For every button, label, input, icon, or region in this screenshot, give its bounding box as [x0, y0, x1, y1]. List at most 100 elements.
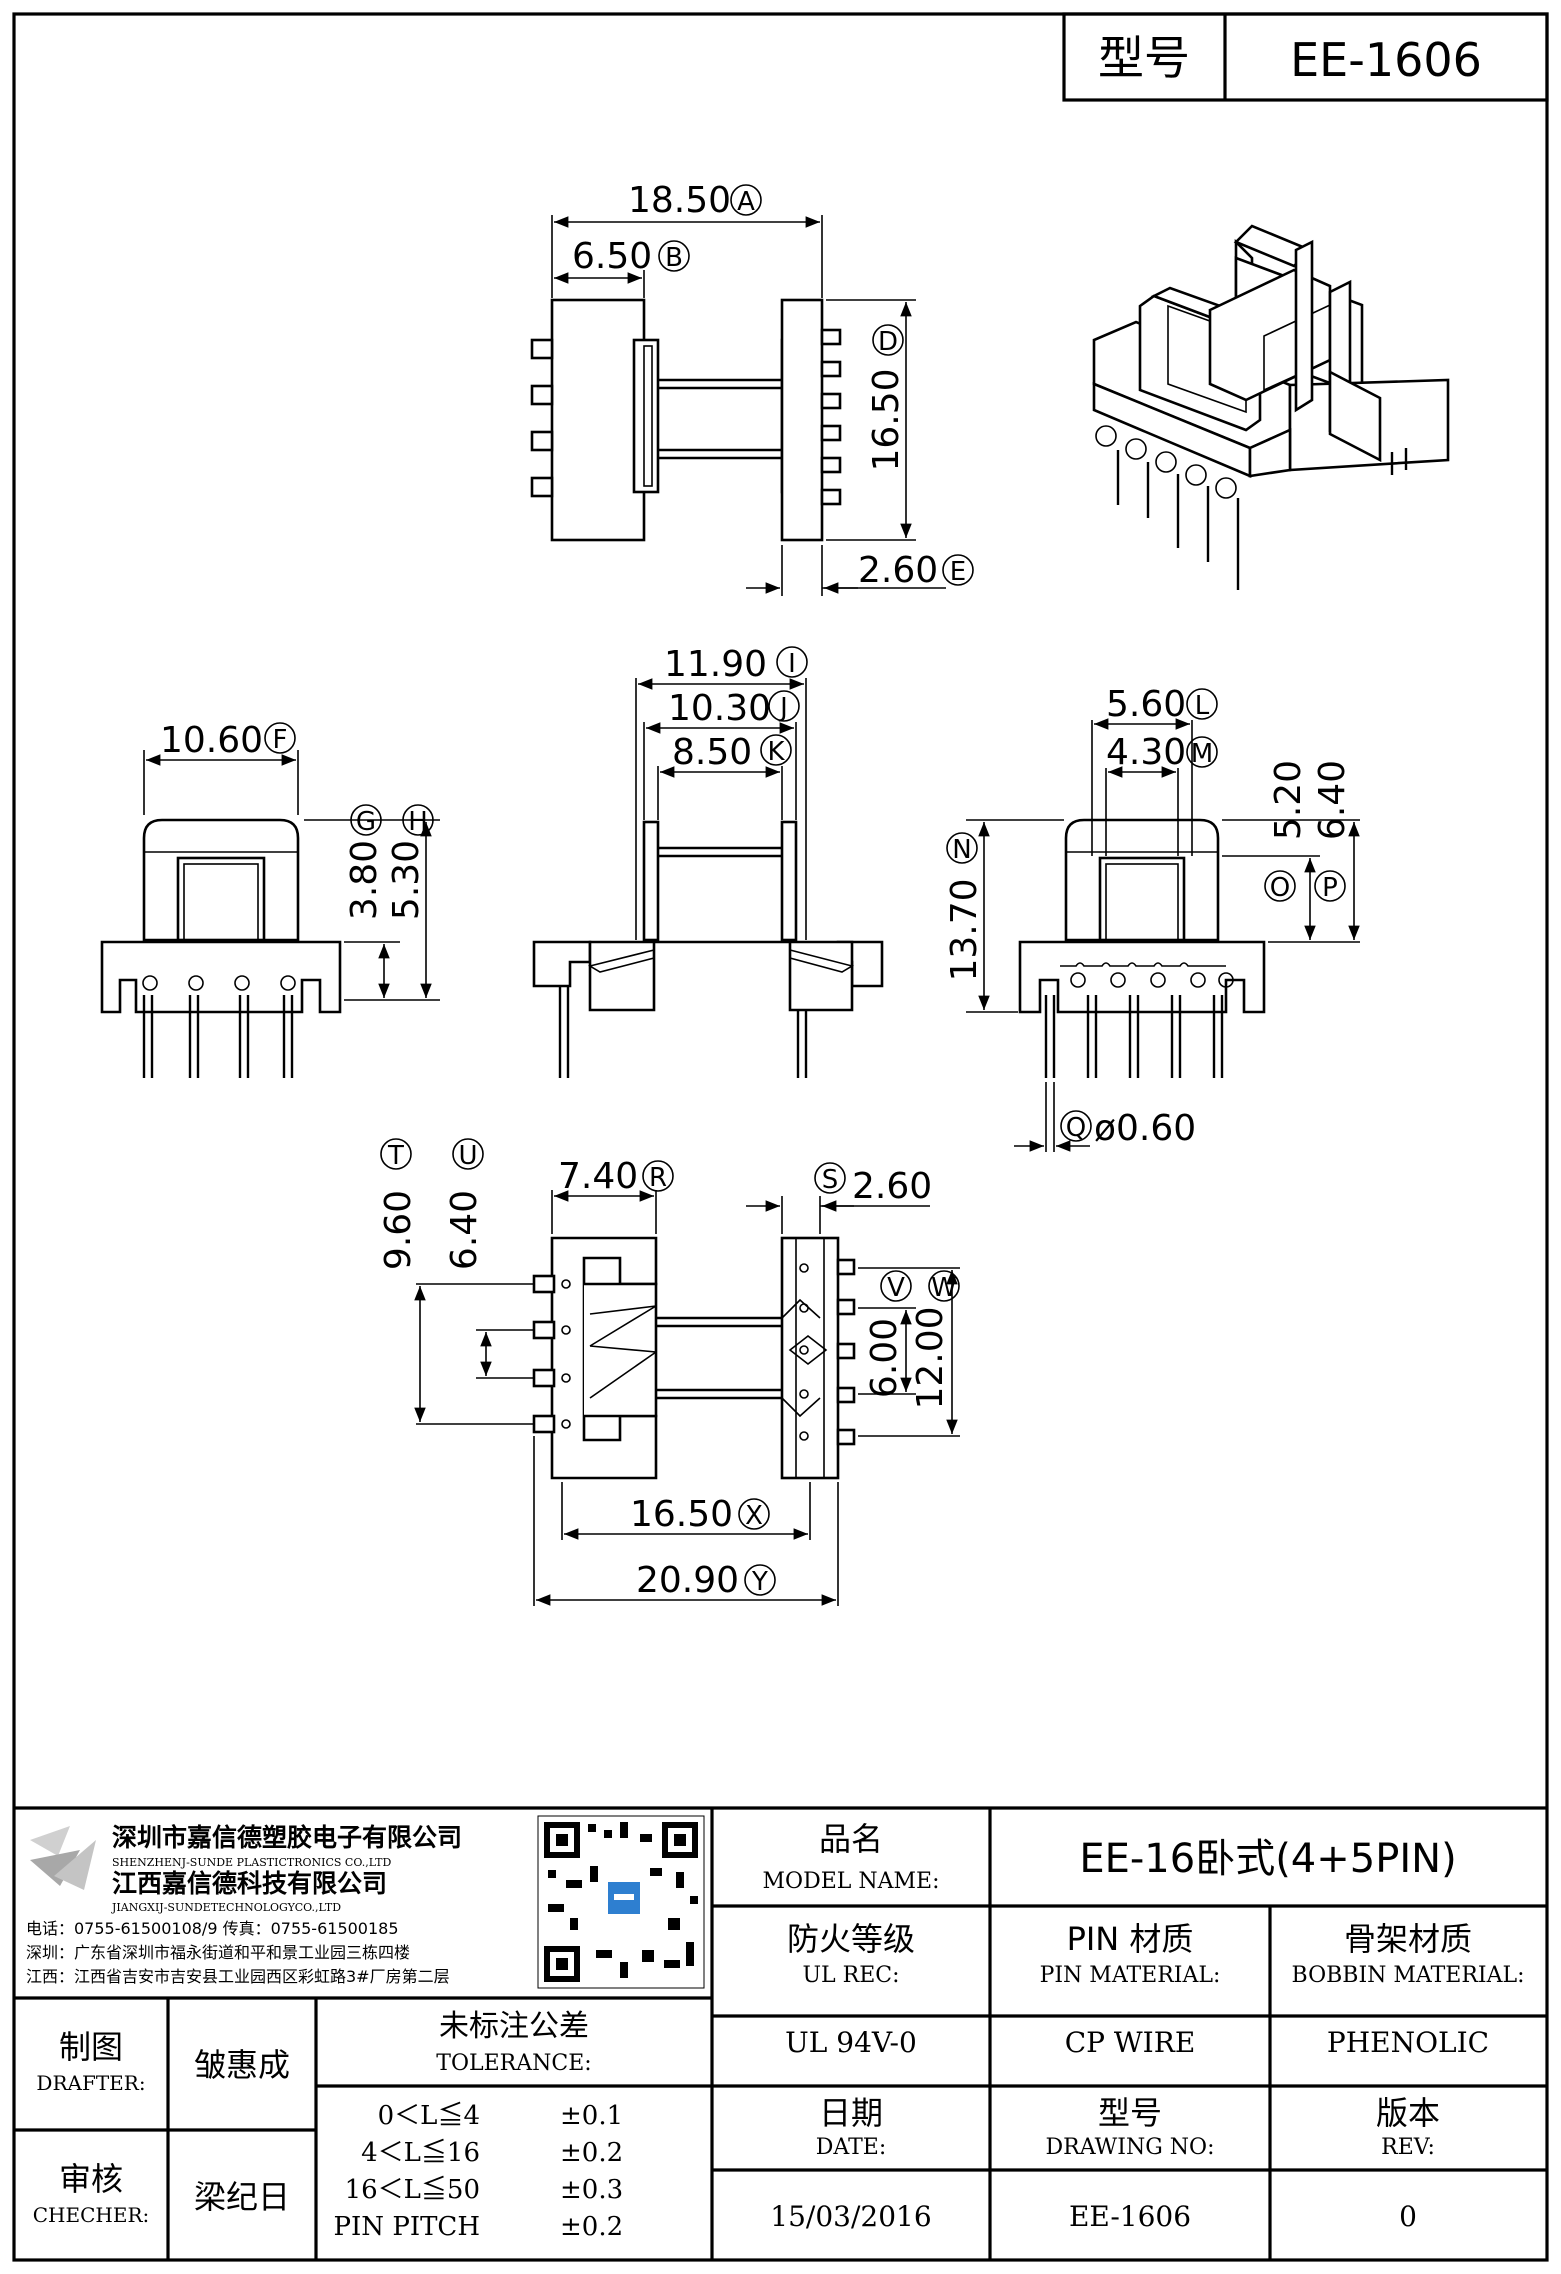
dim-u-value: 6.40: [444, 1190, 485, 1270]
dim-d-letter: D: [878, 327, 898, 357]
dims-view-side-middle: 11.90 I 10.30 J 8.50 K: [635, 644, 808, 940]
dim-q-letter: Q: [1066, 1113, 1086, 1143]
company-name-jx-en: JIANGXIJ-SUNDETECHNOLOGYCO.,LTD: [111, 1901, 341, 1914]
dim-s-value: 2.60: [852, 1166, 932, 1207]
bobbin-material-cn: 骨架材质: [1344, 1920, 1472, 1958]
drawing-no-cn: 型号: [1098, 2094, 1162, 2132]
dim-m-value: 4.30: [1106, 732, 1186, 773]
company-address-sz: 深圳：广东省深圳市福永街道和平和景工业园三栋四楼: [26, 1943, 410, 1962]
drafter-en: DRAFTER:: [36, 2071, 145, 2095]
view-isometric: [1092, 224, 1450, 590]
rev-en: REV:: [1381, 2135, 1435, 2160]
tolerance-value: ±0.3: [560, 2175, 623, 2205]
dim-t-value: 9.60: [378, 1190, 419, 1270]
company-name-sz: 深圳市嘉信德塑胶电子有限公司: [112, 1823, 462, 1852]
title-block: 深圳市嘉信德塑胶电子有限公司 SHENZHENJ-SUNDE PLASTICTR…: [14, 1806, 1547, 2260]
dim-m-letter: M: [1191, 739, 1213, 769]
model-name-cn: 品名: [819, 1820, 883, 1858]
dim-i-letter: I: [788, 649, 796, 679]
dim-n-value: 13.70: [944, 878, 985, 981]
dim-g-letter: G: [356, 807, 376, 837]
dim-s-letter: S: [822, 1165, 839, 1195]
dim-u-letter: U: [458, 1141, 477, 1171]
dim-w-value: 12.00: [910, 1306, 951, 1409]
view-front-right: [1018, 818, 1266, 1078]
dims-view-front-left: 10.60 F 3.80 G 5.30 H: [143, 720, 440, 1001]
company-phone: 电话：0755-61500108/9 传真：0755-61500185: [26, 1919, 399, 1938]
dim-t-letter: T: [387, 1141, 404, 1171]
dim-p-value: 6.40: [1312, 760, 1353, 840]
dim-a-letter: A: [737, 187, 755, 217]
drawing-no-en: DRAWING NO:: [1045, 2135, 1214, 2160]
dim-w-letter: W: [931, 1273, 957, 1303]
dim-a-value: 18.50: [628, 180, 731, 221]
dim-g-value: 3.80: [344, 840, 385, 920]
tolerance-value: ±0.1: [560, 2101, 623, 2131]
company-name-sz-en: SHENZHENJ-SUNDE PLASTICTRONICS CO.,LTD: [112, 1856, 391, 1869]
tolerance-range: 0＜L≦4: [378, 2101, 480, 2131]
tolerance-range: 4＜L≦16: [361, 2138, 480, 2168]
view-side-middle: [532, 820, 884, 1078]
dim-p-letter: P: [1322, 873, 1338, 903]
pin-material-value: CP WIRE: [1065, 2026, 1196, 2059]
dim-j-value: 10.30: [668, 688, 771, 729]
rev-cn: 版本: [1376, 2094, 1440, 2132]
dims-view-top: 18.50 A 6.50 B 16.50 D 2.60 E: [551, 180, 974, 596]
view-top: [530, 298, 842, 542]
dim-e-value: 2.60: [858, 550, 938, 591]
drafter-value: 皱惠成: [194, 2046, 290, 2084]
dims-view-front-right: 5.60 L 4.30 M 13.70 N 5.20 O 6.40 P Q ø0…: [944, 684, 1360, 1152]
dim-k-value: 8.50: [672, 732, 752, 773]
date-en: DATE:: [816, 2135, 886, 2160]
tolerance-range: 16＜L≦50: [345, 2175, 480, 2205]
bobbin-material-value: PHENOLIC: [1327, 2026, 1489, 2059]
drawing-no-value: EE-1606: [1069, 2200, 1191, 2233]
checker-value: 梁纪日: [194, 2178, 290, 2216]
tolerance-value: ±0.2: [560, 2212, 623, 2242]
ul-value: UL 94V-0: [785, 2026, 917, 2059]
dim-d-value: 16.50: [866, 368, 907, 471]
tolerance-cn: 未标注公差: [439, 2009, 589, 2044]
view-bottom: [532, 1236, 856, 1480]
dim-n-letter: N: [952, 835, 971, 865]
dim-r-value: 7.40: [558, 1156, 638, 1197]
dim-v-letter: V: [887, 1273, 905, 1303]
model-name-value: EE-16卧式(4+5PIN): [1079, 1836, 1456, 1882]
tolerance-table: 0＜L≦4 ±0.1 4＜L≦16 ±0.2 16＜L≦50 ±0.3 PIN …: [334, 2101, 624, 2242]
tolerance-value: ±0.2: [560, 2138, 623, 2168]
model-name-en: MODEL NAME:: [763, 1869, 940, 1894]
drawing-frame: [12, 12, 1549, 2262]
company-address-jx: 江西：江西省吉安市吉安县工业园西区彩虹路3#厂房第二层: [26, 1967, 450, 1986]
dim-x-value: 16.50: [630, 1494, 733, 1535]
dim-e-letter: E: [950, 557, 966, 587]
dim-l-letter: L: [1195, 691, 1210, 721]
checker-cn: 审核: [59, 2160, 123, 2198]
dim-f-value: 10.60: [160, 720, 263, 761]
dim-h-letter: H: [408, 807, 428, 837]
dim-i-value: 11.90: [664, 644, 767, 685]
rev-value: 0: [1399, 2200, 1417, 2233]
ul-en: UL REC:: [802, 1963, 899, 1988]
dim-l-value: 5.60: [1106, 684, 1186, 725]
company-logo: [30, 1826, 70, 1856]
checker-en: CHECHER:: [33, 2203, 149, 2227]
dim-r-letter: R: [649, 1163, 667, 1193]
qr-code: [537, 1815, 705, 1989]
tolerance-en: TOLERANCE:: [436, 2051, 591, 2076]
dim-y-value: 20.90: [636, 1560, 739, 1601]
dim-f-letter: F: [273, 725, 288, 755]
dim-k-letter: K: [767, 737, 785, 767]
dim-q-value: ø0.60: [1094, 1108, 1196, 1149]
view-front-left: [100, 818, 342, 1078]
dim-y-letter: Y: [751, 1567, 768, 1597]
pin-material-cn: PIN 材质: [1067, 1920, 1194, 1958]
dims-view-bottom: T U 9.60 6.40 7.40 R S 2.60 6.00 V 12: [378, 1138, 960, 1606]
dim-x-letter: X: [745, 1501, 763, 1531]
date-cn: 日期: [819, 2094, 883, 2132]
dim-b-letter: B: [665, 243, 683, 273]
dim-b-value: 6.50: [572, 236, 652, 277]
tolerance-range: PIN PITCH: [334, 2212, 480, 2242]
company-name-jx: 江西嘉信德科技有限公司: [112, 1869, 387, 1898]
dim-o-value: 5.20: [1268, 760, 1309, 840]
